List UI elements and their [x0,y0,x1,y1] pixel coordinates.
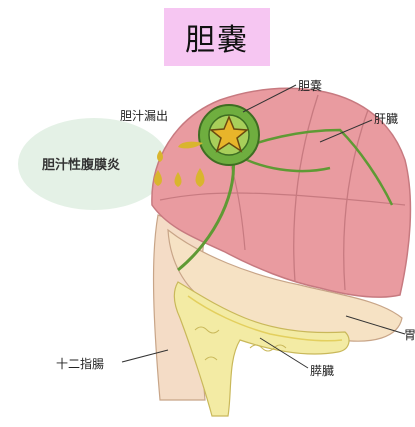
label-bile-peritonitis: 胆汁性腹膜炎 [42,154,120,173]
label-duodenum: 十二指腸 [56,355,104,372]
label-liver: 肝臓 [374,110,398,127]
label-bile-leak: 胆汁漏出 [120,107,168,124]
label-stomach: 胃 [404,326,415,343]
label-gallbladder: 胆嚢 [298,77,322,94]
label-pancreas: 膵臓 [310,362,334,379]
